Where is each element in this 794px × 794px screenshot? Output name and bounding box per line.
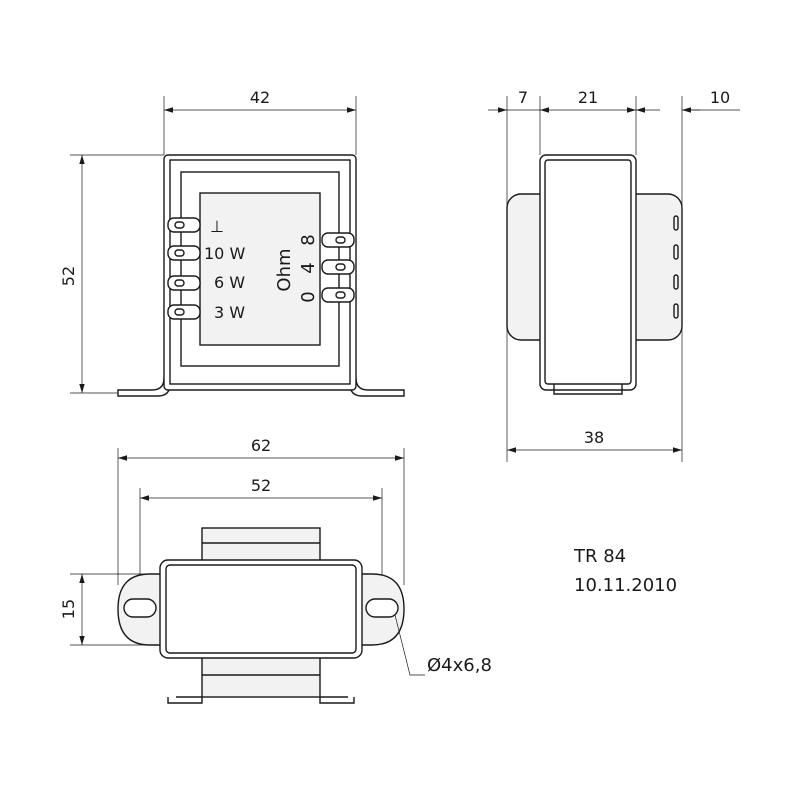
mounting-foot-right — [349, 377, 405, 397]
bottom-height-dimension-label: 15 — [59, 599, 78, 619]
front-view: 42 52 ⊥ — [59, 88, 405, 397]
core-top — [201, 527, 321, 563]
tap-label-10w: 10 W — [204, 244, 245, 263]
tap-label-3w: 3 W — [214, 303, 245, 322]
hole-leader-line — [394, 614, 425, 676]
left-terminals — [167, 217, 201, 320]
terminal-slots — [673, 215, 679, 319]
side-dim-right-label: 10 — [710, 88, 730, 107]
mounting-slot-left — [123, 598, 157, 618]
core-side — [539, 154, 637, 391]
width-dimension-label: 42 — [250, 88, 270, 107]
mounting-slot-right — [365, 598, 399, 618]
side-dim-total-label: 38 — [584, 428, 604, 447]
ohm-label: Ohm — [274, 248, 295, 291]
ohm-value-8: 8 — [298, 234, 319, 245]
part-name: TR 84 — [573, 546, 626, 567]
title-block: TR 84 10.11.2010 — [573, 546, 677, 596]
tap-label-6w: 6 W — [214, 273, 245, 292]
right-terminals — [321, 232, 355, 303]
bottom-width-dimension-label: 62 — [251, 436, 271, 455]
height-dimension-label: 52 — [59, 266, 78, 286]
side-view: 7 21 10 38 — [488, 88, 740, 462]
bottom-view: 62 52 15 Ø4x6,8 — [59, 436, 492, 704]
coil-window — [199, 192, 321, 346]
mounting-foot-left — [117, 377, 171, 397]
tap-label-ground: ⊥ — [210, 217, 224, 236]
drawing-date: 10.11.2010 — [574, 575, 677, 596]
hole-spacing-dimension-label: 52 — [251, 476, 271, 495]
core-bottom — [201, 656, 321, 698]
side-dim-left-label: 7 — [518, 88, 528, 107]
ohm-value-4: 4 — [298, 262, 319, 273]
ohm-value-0: 0 — [298, 291, 319, 302]
transformer-body-bottom — [159, 559, 363, 659]
hole-size-label: Ø4x6,8 — [427, 655, 492, 676]
side-dim-center-label: 21 — [578, 88, 598, 107]
